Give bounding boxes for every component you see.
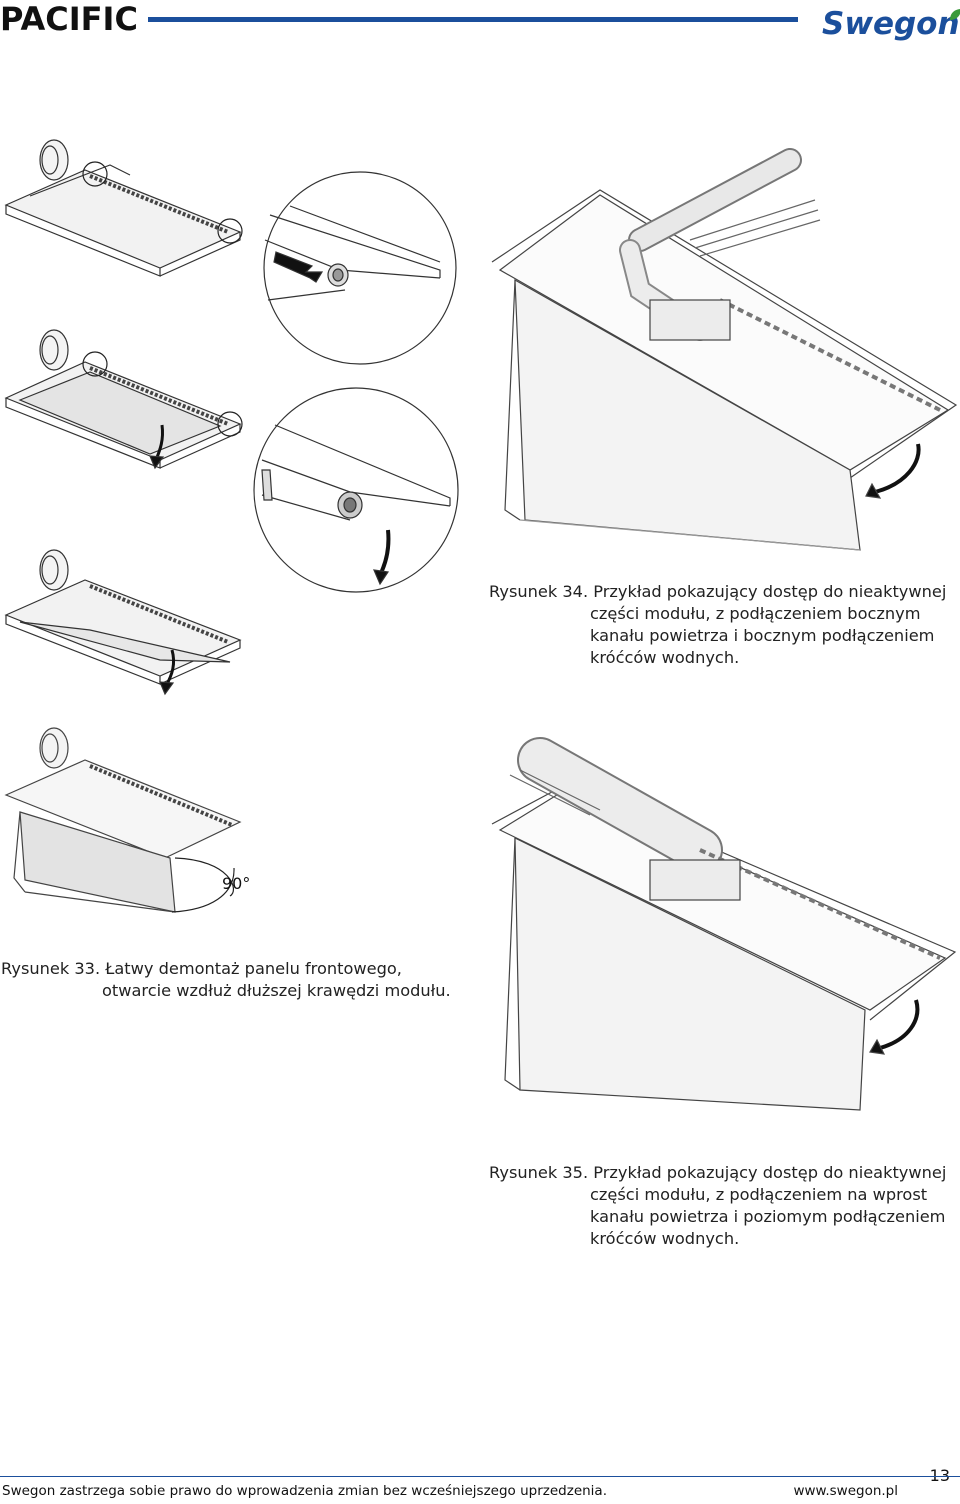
caption-line: części modułu, z podłączeniem na wprost [590,1185,928,1204]
unit-panel-released-illustration [4,329,243,470]
footer-disclaimer: Swegon zastrzega sobie prawo do wprowadz… [2,1483,607,1499]
detail-circle-screw-closed [263,171,457,365]
unit-front-panel-open-illustration [4,727,242,913]
logo-text: Swegon [822,6,960,42]
footer-website-link[interactable]: www.swegon.pl [793,1483,898,1499]
unit-straight-connection-illustration [491,737,957,1111]
header-rule [148,17,798,22]
caption-line: kanału powietrza i bocznym podłączeniem [590,626,935,645]
detail-circle-screw-open [253,387,459,593]
leaf-icon [950,9,960,20]
caption-line: króćców wodnych. [590,648,740,667]
caption-line: króćców wodnych. [590,1229,740,1248]
unit-panel-hanging-illustration [4,549,242,696]
unit-side-connection-illustration [491,148,958,551]
figure-33-caption: Rysunek 33. Łatwy demontaż panelu fronto… [1,958,451,1002]
angle-label: 90° [222,874,251,893]
unit-closed-illustration [4,139,243,277]
figure-35-caption: Rysunek 35. Przykład pokazujący dostęp d… [489,1162,946,1250]
document-title: PACIFIC [0,0,138,38]
page-number: 13 [929,1466,950,1485]
swegon-logo: Swegon [822,6,960,42]
caption-line: Rysunek 35. Przykład pokazujący dostęp d… [489,1163,947,1182]
figure-34-caption: Rysunek 34. Przykład pokazujący dostęp d… [489,581,946,669]
caption-line: kanału powietrza i poziomym podłączeniem [590,1207,946,1226]
caption-line: Rysunek 34. Przykład pokazujący dostęp d… [489,582,947,601]
caption-line: części modułu, z podłączeniem bocznym [590,604,921,623]
footer-rule [0,1476,960,1477]
caption-line: otwarcie wzdłuż dłuższej krawędzi modułu… [102,981,451,1000]
caption-line: Rysunek 33. Łatwy demontaż panelu fronto… [1,959,402,978]
